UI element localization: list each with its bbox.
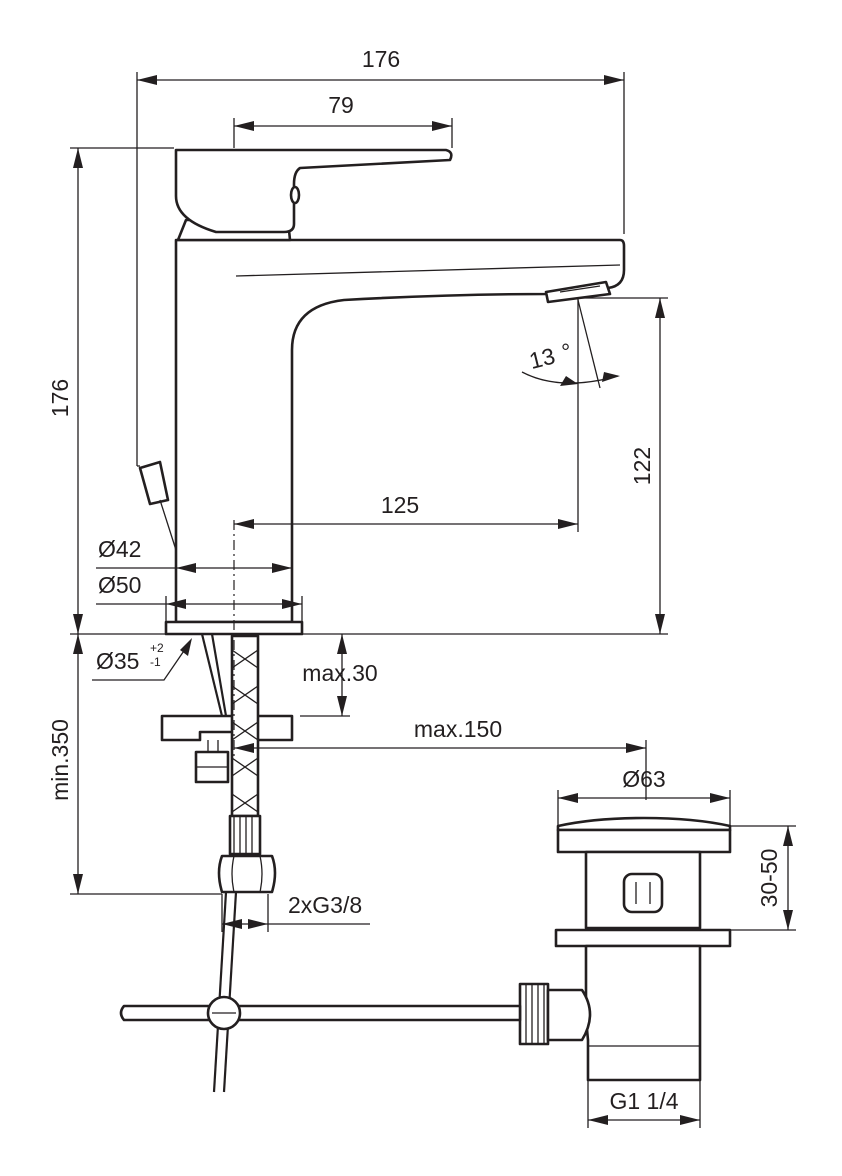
dimension-tag [138,460,170,506]
dim-waste-adjust: 30-50 [756,849,782,908]
dim-max-rod: max.150 [414,716,502,742]
spout-detail-line [235,264,621,277]
dim-spout-reach: 125 [381,492,419,518]
dim-hole-tolerance-upper: +2 [150,641,164,655]
dim-angle-value: 13 [527,343,558,374]
fixing-assembly [160,633,294,1093]
connector-nut [217,854,277,894]
waste-slot [622,872,664,914]
dim-body-diameter: Ø42 [98,536,141,562]
popup-waste [119,816,732,1082]
waste-flange [554,928,732,948]
dim-spout-height: 122 [629,447,655,485]
waste-cap [556,816,732,832]
dim-overall-width: 176 [362,46,400,72]
hose-crimp [228,814,262,856]
fixing-plate [160,714,294,742]
lever-handle [174,148,453,234]
dim-hole-diameter: Ø35 [96,648,139,674]
flexible-hose [230,634,260,818]
waste-tail [584,944,702,1082]
handle-indicator [289,185,301,205]
dim-min-hose: min.350 [47,719,73,801]
faucet-body [174,238,626,624]
dim-overall-height: 176 [47,379,73,417]
dim-base-diameter: Ø50 [98,572,141,598]
rod-connector [518,982,550,1046]
dim-connection-thread: 2xG3/8 [288,892,362,918]
dimension-labels: 176 79 176 122 125 13 ° Ø42 Ø50 Ø35 +2 -… [47,46,782,1114]
dim-max-deck: max.30 [302,660,377,686]
dim-angle-unit: ° [561,339,570,365]
dimension-lines [70,72,796,1128]
faucet-outline [164,148,626,636]
dim-handle-length: 79 [328,92,354,118]
pull-rod [119,1004,522,1022]
dim-waste-thread: G1 1/4 [609,1088,678,1114]
dim-hole-tolerance-lower: -1 [150,655,161,669]
dim-waste-diameter: Ø63 [622,766,665,792]
